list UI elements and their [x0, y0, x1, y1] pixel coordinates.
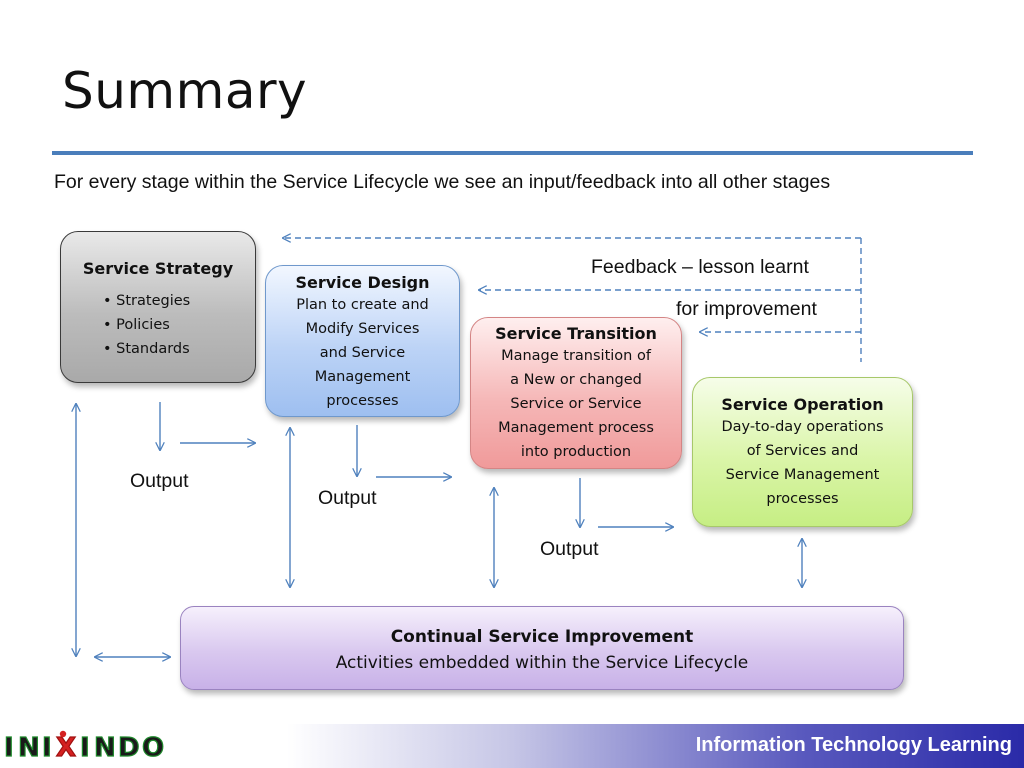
svg-text:I: I	[80, 733, 90, 762]
service-transition-title: Service Transition	[495, 324, 657, 343]
service-operation-title: Service Operation	[721, 395, 884, 414]
feedback-dashed-lines	[283, 238, 862, 362]
continual-service-improvement-box: Continual Service Improvement Activities…	[180, 606, 904, 690]
svg-text:I: I	[42, 733, 52, 762]
footer-bar: Information Technology Learning	[0, 724, 1024, 768]
slide-subtitle: For every stage within the Service Lifec…	[54, 171, 831, 193]
service-strategy-bullets: • Strategies • Policies • Standards	[103, 289, 255, 361]
description-line: Day-to-day operations	[721, 419, 884, 435]
service-design-box: Service Design Plan to create and Modify…	[265, 265, 460, 417]
description-line: Manage transition of	[501, 348, 651, 364]
csi-description: Activities embedded within the Service L…	[335, 653, 749, 673]
slide-title: Summary	[62, 62, 308, 120]
output-label-design: Output	[318, 487, 377, 509]
output-label-transition: Output	[540, 538, 599, 560]
description-line: a New or changed	[510, 372, 642, 388]
description-line: Modify Services	[305, 321, 420, 337]
service-transition-box: Service Transition Manage transition of …	[470, 317, 682, 469]
svg-text:O: O	[142, 733, 164, 762]
description-line: Service or Service	[510, 396, 642, 412]
svg-text:N: N	[94, 733, 116, 762]
title-divider	[52, 151, 973, 155]
description-line: Service Management	[725, 467, 880, 483]
svg-text:N: N	[18, 733, 40, 762]
description-line: into production	[520, 444, 632, 460]
service-operation-box: Service Operation Day-to-day operations …	[692, 377, 913, 527]
svg-text:X: X	[56, 733, 76, 762]
feedback-label: Feedback – lesson learnt	[591, 256, 809, 278]
description-line: processes	[766, 491, 839, 507]
service-design-description: Plan to create and Modify Services and S…	[266, 293, 459, 413]
description-line: and Service	[319, 345, 406, 361]
svg-text:I: I	[4, 733, 14, 762]
csi-title: Continual Service Improvement	[390, 627, 694, 647]
service-transition-description: Manage transition of a New or changed Se…	[471, 344, 681, 464]
output-label-strategy: Output	[130, 470, 189, 492]
inixindo-logo: I N I X I N D O	[3, 730, 165, 762]
bullet-item: • Policies	[103, 317, 170, 333]
description-line: Plan to create and	[296, 297, 429, 313]
description-line: Management	[314, 369, 411, 385]
svg-text:D: D	[118, 733, 140, 762]
service-strategy-title: Service Strategy	[82, 259, 234, 278]
bullet-item: • Standards	[103, 341, 190, 357]
service-strategy-box: Service Strategy • Strategies • Policies…	[60, 231, 256, 383]
bullet-item: • Strategies	[103, 293, 191, 309]
description-line: processes	[326, 393, 399, 409]
footer-text: Information Technology Learning	[695, 734, 1012, 756]
improvement-label: for improvement	[676, 298, 817, 320]
service-design-title: Service Design	[295, 273, 430, 292]
service-operation-description: Day-to-day operations of Services and Se…	[693, 415, 912, 511]
connector-arrows	[0, 0, 862, 724]
description-line: Management process	[498, 420, 654, 436]
description-line: of Services and	[746, 443, 859, 459]
